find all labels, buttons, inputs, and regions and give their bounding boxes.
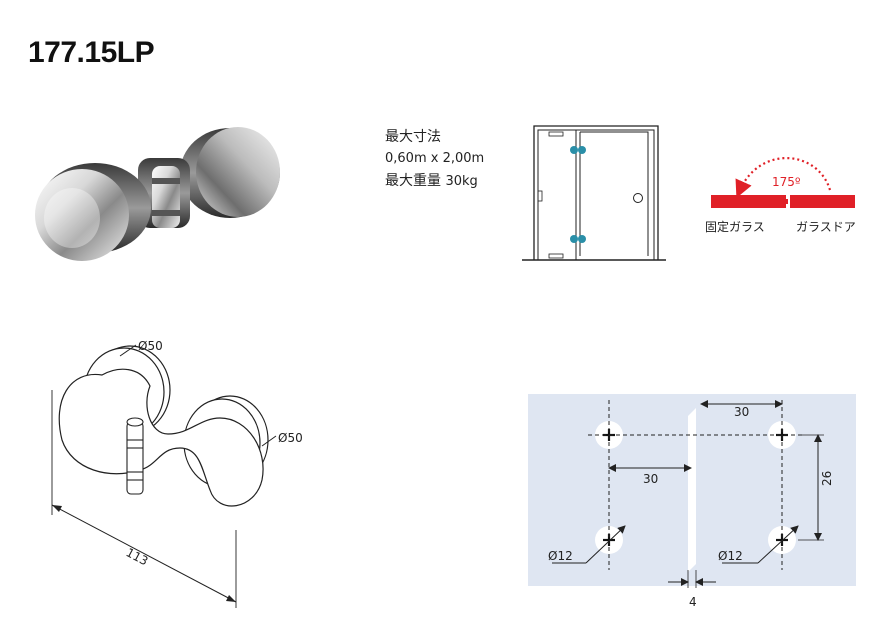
- spec-block: 最大寸法 0,60m x 2,00m 最大重量 30kg: [385, 126, 484, 193]
- max-size-label: 最大寸法: [385, 129, 441, 145]
- hole-h-top-label: 30: [734, 405, 749, 419]
- hole-left-diameter-label: Ø12: [548, 549, 573, 563]
- max-weight-label: 最大重量: [385, 173, 441, 189]
- rotation-angle-label: 175º: [772, 175, 801, 189]
- length-label: 113: [124, 545, 151, 568]
- diameter-top-label: Ø50: [138, 339, 163, 353]
- product-photo: [35, 127, 280, 261]
- hole-right-diameter-label: Ø12: [718, 549, 743, 563]
- fixed-glass-label: 固定ガラス: [705, 219, 765, 234]
- hole-v-right-label: 26: [820, 471, 834, 486]
- hole-pattern-drawing: 30 30 26 Ø12 Ø12 4: [548, 400, 834, 609]
- hole-h-mid-label: 30: [643, 472, 658, 486]
- glass-door-label: ガラスドア: [796, 220, 856, 234]
- dimension-drawing: Ø50 Ø50 113: [51, 339, 303, 608]
- diameter-right-label: Ø50: [278, 431, 303, 445]
- rotation-diagram: 175º 固定ガラス ガラスドア: [705, 157, 856, 234]
- max-size-value: 0,60m x 2,00m: [385, 151, 485, 166]
- max-weight-value: 30kg: [445, 174, 478, 189]
- gap-label: 4: [689, 595, 697, 609]
- door-schematic: [522, 125, 666, 261]
- product-code-title: 177.15LP: [28, 36, 155, 69]
